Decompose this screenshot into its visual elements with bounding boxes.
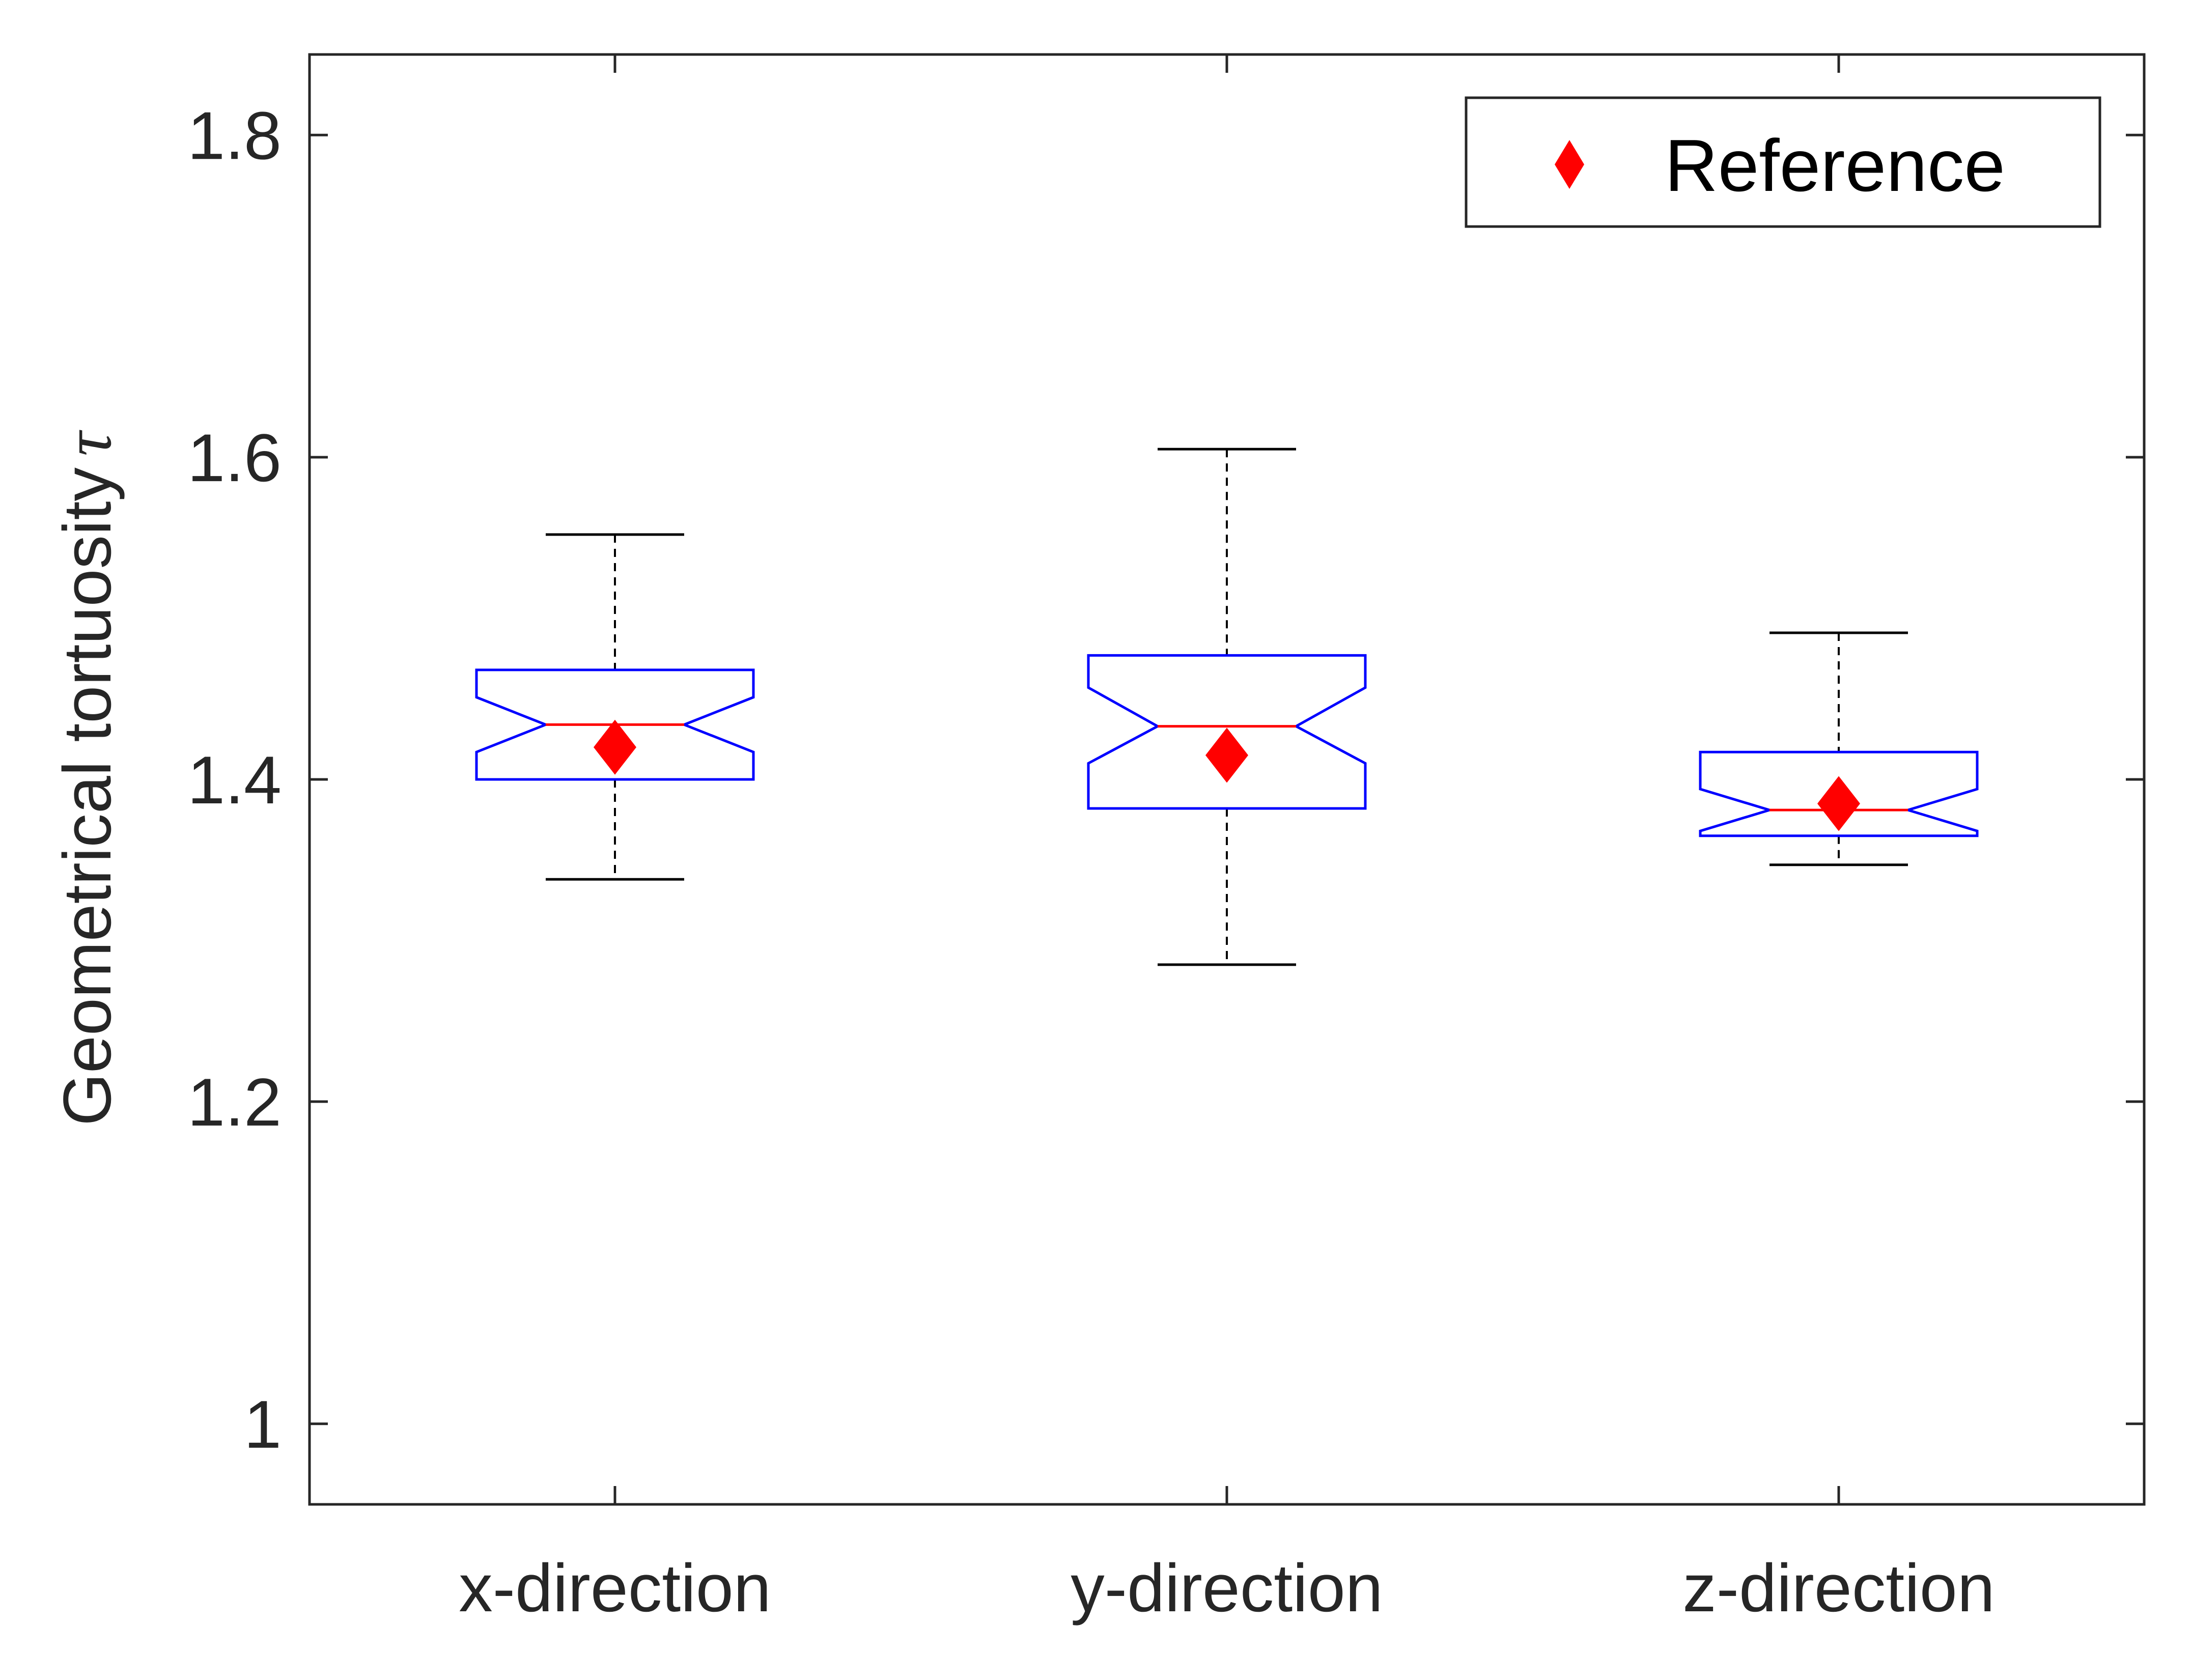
box-y-direction	[1087, 447, 1367, 966]
y-axis-title: Geometrical tortuosity τ	[50, 430, 125, 1126]
x-axis-ticks: x-direction y-direction z-direction	[459, 54, 1995, 1626]
reference-diamond-marker	[1817, 776, 1860, 831]
x-tick-label: z-direction	[1682, 1551, 1995, 1626]
y-tick-label: 1	[244, 1387, 282, 1463]
y-tick-label: 1.8	[187, 98, 282, 174]
y-tick-label: 1.4	[187, 743, 282, 818]
plot-area-frame	[308, 53, 2146, 1506]
box-z-direction	[1699, 631, 1979, 866]
y-axis-ticks: 1 1.2 1.4 1.6 1.8	[187, 98, 2144, 1463]
box-x-direction	[475, 533, 755, 881]
y-axis-title-text: Geometrical tortuosity	[50, 467, 125, 1126]
y-axis-title-symbol: τ	[50, 430, 125, 456]
reference-diamond-marker	[1205, 727, 1248, 783]
legend: Reference	[1465, 96, 2101, 228]
x-tick-label: x-direction	[459, 1551, 771, 1626]
legend-reference-label: Reference	[1665, 124, 2005, 207]
legend-box	[1465, 96, 2101, 228]
y-tick-label: 1.6	[187, 421, 282, 496]
reference-diamond-marker	[594, 719, 636, 775]
x-tick-label: y-direction	[1071, 1551, 1383, 1626]
box-plot-series	[475, 447, 1979, 966]
y-tick-label: 1.2	[187, 1065, 282, 1140]
legend-reference-diamond-icon	[1555, 140, 1584, 189]
